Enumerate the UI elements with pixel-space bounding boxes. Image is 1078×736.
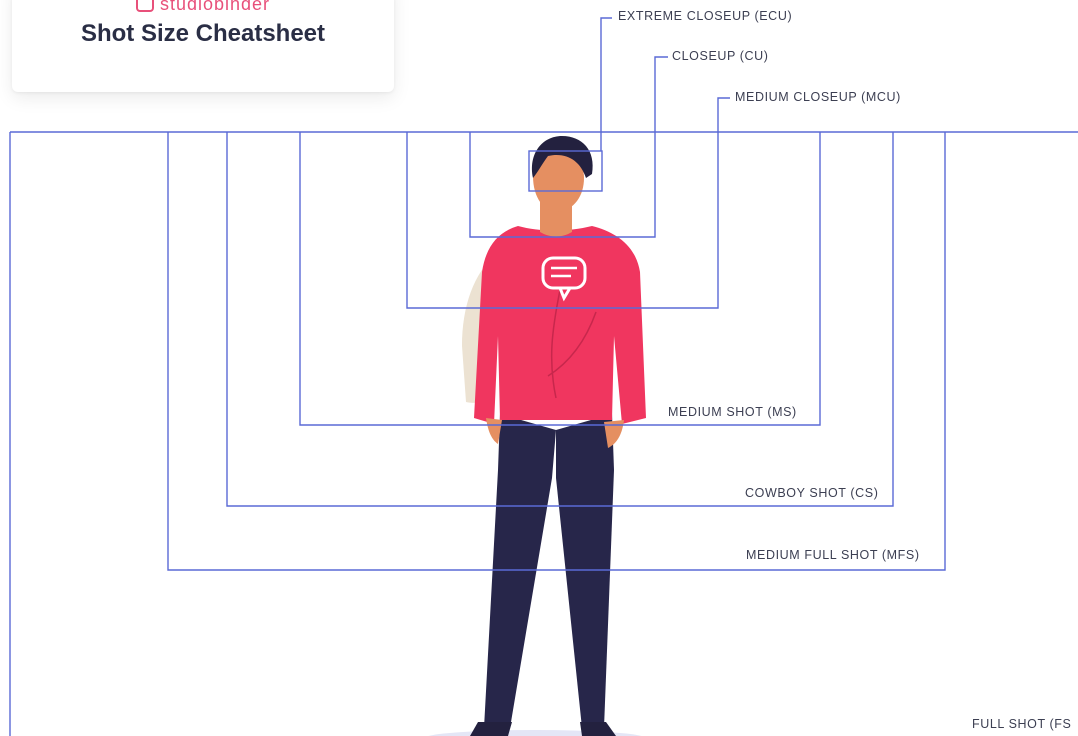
face [533, 150, 584, 212]
label-cs: COWBOY SHOT (CS) [745, 486, 879, 500]
mcu-frame [406, 97, 730, 309]
chat-bubble-tail [558, 287, 572, 302]
hair [531, 136, 593, 178]
label-fs: FULL SHOT (FS [972, 717, 1072, 731]
left-shoe [470, 722, 512, 736]
label-ms: MEDIUM SHOT (MS) [668, 405, 797, 419]
left-leg [484, 414, 556, 728]
ecu-frame [528, 150, 603, 192]
chat-bubble-icon [541, 256, 587, 290]
frame-lines [9, 17, 1078, 736]
chat-bubble-icon [135, 0, 154, 12]
brand-logo: studiobinder [12, 0, 394, 15]
right-leg [556, 414, 614, 728]
ecu-leader [600, 17, 612, 151]
mfs-frame [167, 132, 946, 571]
right-shoe [580, 722, 616, 736]
cs-frame [226, 132, 894, 507]
cu-frame [469, 56, 668, 238]
title-card: studiobinder Shot Size Cheatsheet [12, 0, 394, 92]
label-mfs: MEDIUM FULL SHOT (MFS) [746, 548, 920, 562]
ms-frame [299, 132, 821, 426]
shirt-fold [547, 311, 597, 377]
brand-name: studiobinder [159, 0, 271, 14]
person-illustration [428, 136, 646, 736]
page-title: Shot Size Cheatsheet [80, 20, 326, 47]
right-hand [604, 420, 624, 448]
shirt [474, 226, 646, 424]
shirt-fold [550, 289, 561, 399]
label-ecu: EXTREME CLOSEUP (ECU) [618, 9, 793, 23]
label-cu: CLOSEUP (CU) [672, 49, 769, 63]
label-mcu: MEDIUM CLOSEUP (MCU) [735, 90, 901, 104]
